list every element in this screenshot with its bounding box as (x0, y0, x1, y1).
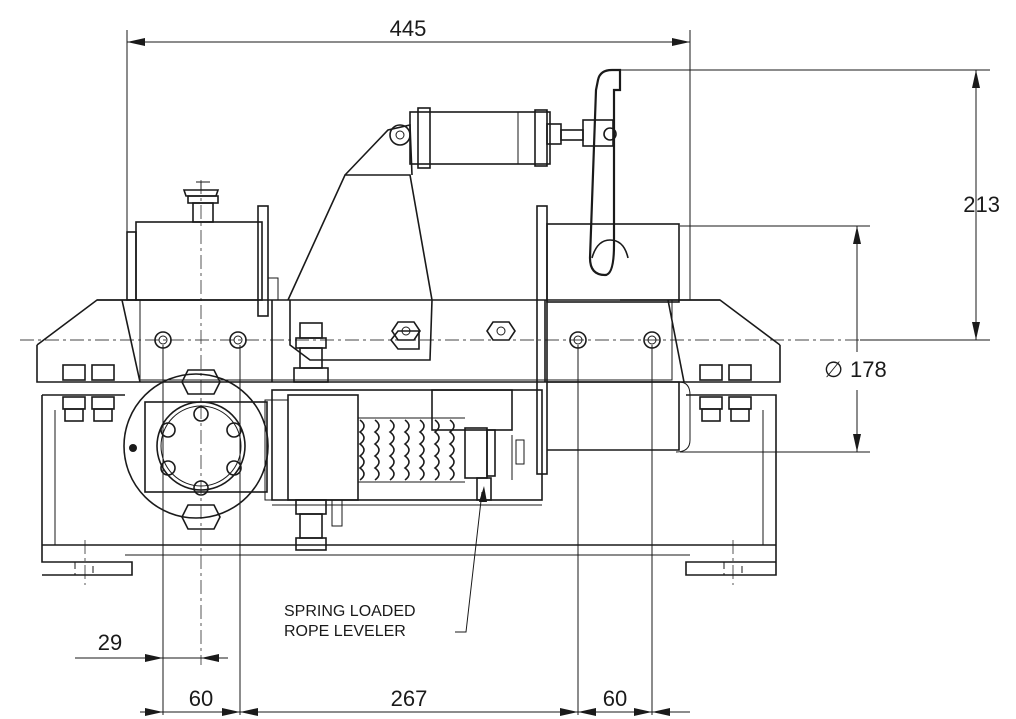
rope-drum (271, 381, 543, 506)
clutch-bracket (287, 124, 433, 361)
diameter-symbol: ∅ (824, 357, 843, 382)
tension-bolt-stack (293, 322, 343, 551)
leveler-label-line1: SPRING LOADED (284, 603, 416, 620)
leveler-spring (358, 417, 525, 501)
leveler-callout: SPRING LOADED ROPE LEVELER (284, 486, 487, 640)
mounting-bolts-left (62, 364, 115, 422)
dim-label-drum-diameter: 178 (850, 357, 887, 382)
dim-label-overall-width: 445 (390, 16, 427, 41)
dim-label-bolt-spacing-right: 60 (603, 686, 627, 711)
dim-bolt-spacing: 60 267 60 (140, 345, 690, 716)
dim-label-bolt-spacing-middle: 267 (391, 686, 428, 711)
dim-overall-width: 445 (126, 16, 691, 300)
pneumatic-cylinder (409, 107, 617, 169)
dim-label-overall-height: 213 (963, 192, 1000, 217)
dim-label-bolt-spacing-left: 60 (189, 686, 213, 711)
leveler-label-line2: ROPE LEVELER (284, 623, 406, 640)
clutch-lever (588, 68, 629, 277)
mounting-bolts-right (699, 364, 752, 422)
center-lines (20, 180, 860, 665)
crossbar-bolt-holes (154, 321, 661, 350)
drive-flange (123, 369, 289, 530)
dim-overall-height: 213 (620, 69, 1000, 341)
dim-offset-left: 29 (75, 345, 228, 715)
left-gear-housing (126, 181, 279, 317)
dim-drum-diameter: ∅ 178 (680, 225, 887, 453)
dim-label-offset-left: 29 (98, 630, 122, 655)
